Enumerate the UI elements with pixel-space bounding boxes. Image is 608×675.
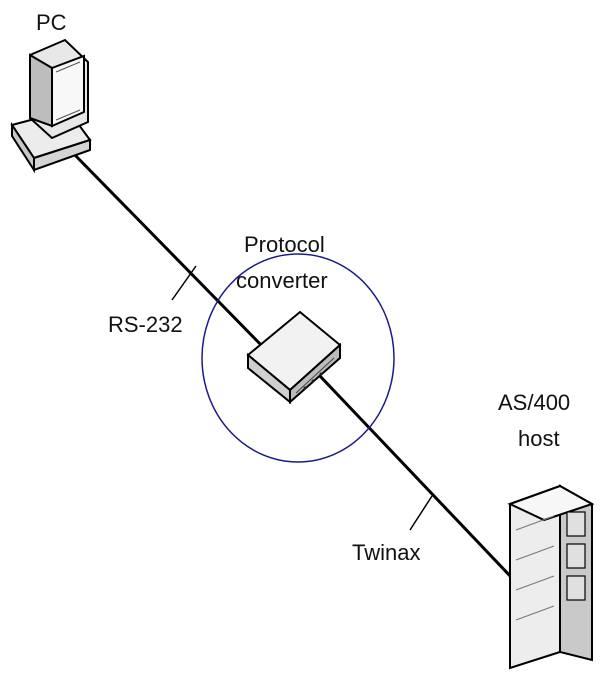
twinax-label: Twinax [352, 540, 420, 565]
host-label-line2: host [518, 426, 560, 451]
protocol-converter-icon [246, 310, 342, 405]
converter-label-line1: Protocol [244, 232, 325, 257]
twinax-leader [409, 495, 433, 531]
twinax-cable [298, 353, 514, 580]
rs232-label: RS-232 [108, 312, 183, 337]
pc-label: PC [36, 10, 67, 35]
highlight-circle [201, 253, 395, 463]
rs232-leader [171, 265, 197, 301]
converter-label-line2: converter [236, 268, 328, 293]
rs232-cable [68, 148, 270, 354]
pc-icon [10, 38, 92, 174]
as400-host-icon [507, 484, 595, 670]
host-label-line1: AS/400 [498, 390, 570, 415]
